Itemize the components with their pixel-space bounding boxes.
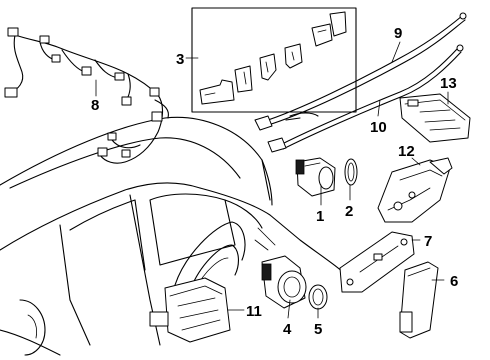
ring-5 xyxy=(308,284,328,310)
ring-2 xyxy=(344,158,358,186)
sensor-cables xyxy=(254,12,467,153)
callout-9: 9 xyxy=(394,25,402,42)
callout-10: 10 xyxy=(370,119,387,136)
callout-3: 3 xyxy=(176,51,184,68)
bracket-7 xyxy=(339,231,415,293)
callout-8: 8 xyxy=(91,97,99,114)
sensor-4 xyxy=(261,255,307,309)
callout-11: 11 xyxy=(246,303,262,320)
callout-labels: 1 2 3 4 5 6 7 8 9 10 11 12 13 xyxy=(91,25,458,338)
bracket-set xyxy=(191,7,357,113)
module-11 xyxy=(149,277,231,343)
module-6 xyxy=(399,261,439,339)
callout-12: 12 xyxy=(398,143,415,160)
callout-4: 4 xyxy=(283,321,292,338)
callout-7: 7 xyxy=(424,233,432,250)
sensor-1 xyxy=(295,157,336,197)
callout-1: 1 xyxy=(316,208,324,225)
callout-2: 2 xyxy=(345,203,353,220)
callout-13: 13 xyxy=(440,75,457,92)
module-13 xyxy=(399,93,471,143)
wiring-harness xyxy=(4,27,169,164)
callout-5: 5 xyxy=(314,321,322,338)
module-12 xyxy=(377,157,453,223)
leader-lines xyxy=(95,41,449,319)
callout-6: 6 xyxy=(450,273,458,290)
